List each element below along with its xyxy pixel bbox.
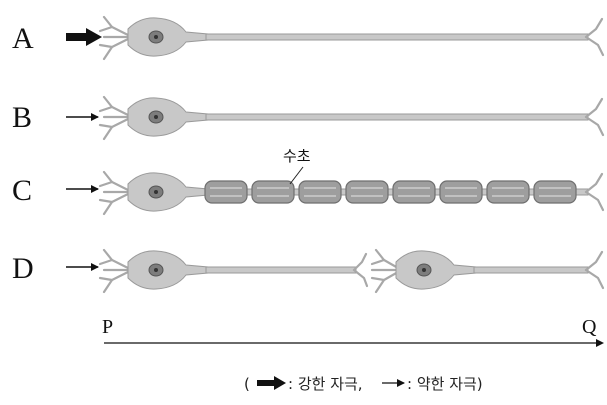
axon-terminal-d1	[352, 252, 369, 288]
neuron-b	[98, 95, 605, 141]
myelin-label: 수초	[283, 147, 311, 165]
cell-body-a	[127, 17, 209, 57]
axon-a	[205, 33, 589, 41]
axon-terminal-b	[584, 97, 605, 137]
myelin-sheath-c	[204, 180, 577, 204]
neuron-c	[98, 170, 605, 216]
dendrites-c	[98, 170, 132, 216]
cell-body-d2	[395, 250, 477, 290]
row-label-c: C	[12, 174, 32, 207]
axon-terminal-c	[584, 172, 605, 212]
legend-strong-arrow-icon	[257, 376, 286, 390]
legend-weak-text: : 약한 자극)	[407, 375, 483, 393]
neuron-a	[98, 15, 605, 61]
legend-open-paren: (	[244, 375, 250, 393]
legend-strong-text: : 강한 자극,	[288, 375, 363, 393]
dendrites-d2	[370, 248, 402, 294]
myelin-pointer-line	[289, 166, 304, 185]
row-label-a: A	[12, 22, 34, 55]
legend: ( : 강한 자극, : 약한 자극)	[244, 375, 483, 393]
neuron-d1	[98, 248, 369, 294]
axon-b	[205, 113, 589, 121]
row-label-d: D	[12, 252, 34, 285]
axon-terminal-a	[584, 17, 605, 57]
strong-stimulus-arrow-a	[66, 28, 102, 46]
p-to-q-axis-arrowhead	[596, 339, 604, 347]
axon-d2	[473, 266, 589, 274]
cell-body-d1	[127, 250, 209, 290]
cell-body-c	[127, 172, 209, 212]
row-label-b: B	[12, 101, 32, 134]
neuron-d2	[370, 248, 605, 294]
dendrites-a	[98, 15, 132, 61]
axon-terminal-d2	[584, 250, 605, 290]
axon-d1	[205, 266, 357, 274]
axis-label-q: Q	[582, 316, 597, 338]
axis-label-p: P	[102, 316, 113, 338]
cell-body-b	[127, 97, 209, 137]
dendrites-b	[98, 95, 132, 141]
dendrites-d1	[98, 248, 132, 294]
